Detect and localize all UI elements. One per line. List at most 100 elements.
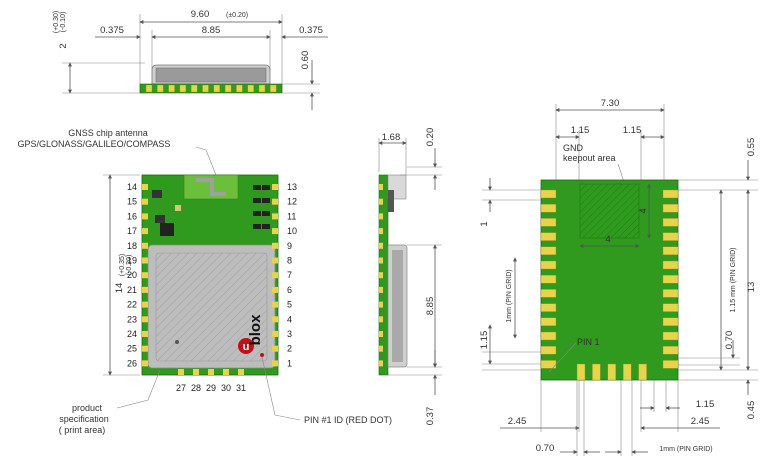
dim-fp-inner-right: 1.15 (623, 125, 642, 136)
dim-fp-bottom-pin-grid: 1mm (PIN GRID) (659, 446, 712, 453)
side-pad (213, 84, 221, 93)
top-pad-left (142, 184, 148, 190)
top-view: GNSS chip antenna GPS/GLONASS/GALILEO/CO… (18, 128, 392, 435)
footprint-pad-right (662, 260, 679, 270)
footprint-pad-right (662, 289, 679, 298)
top-pad-right (272, 345, 278, 352)
pin-label-3: 3 (287, 329, 292, 339)
pin-label-31: 31 (236, 383, 246, 393)
profile-pad (379, 345, 383, 352)
ublox-logo-text: blox (247, 314, 264, 345)
dim-fp-bottom-left: 2.45 (508, 416, 527, 427)
profile-pad (379, 198, 383, 205)
top-pad-left (142, 316, 148, 323)
pin-label-24: 24 (127, 329, 137, 339)
pin-label-25: 25 (127, 344, 137, 354)
footprint-pad-right (662, 331, 679, 341)
dim-fp-bottom-pad-w: 0.70 (536, 443, 555, 454)
side-pad (157, 84, 164, 93)
dim-fp-pin-grid-left: 1mm (PIN GRID) (506, 269, 513, 322)
profile-pad (379, 228, 383, 235)
footprint-pad-right (662, 275, 679, 284)
footprint-pad-right (662, 203, 679, 213)
dim-top-height-tol-plus: (+0.35) (119, 254, 126, 276)
dim-edge-right-label: 0.375 (299, 25, 323, 36)
fp-pin1-label: PIN 1 (577, 337, 600, 347)
side-view: 9.60 (±0.20) 8.85 0.375 0.375 2 (+0.30) … (53, 9, 328, 110)
pin-label-8: 8 (287, 256, 292, 266)
footprint-pad-left (540, 189, 557, 199)
dim-fp-left-bottom: 1.15 (479, 331, 490, 350)
side-pad (179, 84, 187, 93)
top-pad-left (142, 360, 148, 367)
pin1-id-label: PIN #1 ID (RED DOT) (304, 415, 392, 425)
dim-depth-label: 1.68 (382, 132, 401, 143)
top-pad-bottom (238, 369, 244, 375)
footprint-pad-right (662, 246, 679, 256)
profile-pad (379, 316, 383, 323)
top-pad-left (142, 331, 148, 337)
dim-height-tol-plus: (+0.30) (53, 11, 60, 33)
product-spec-label-3: ( print area) (59, 425, 106, 435)
top-pad-right (272, 286, 278, 293)
side-pad (168, 84, 175, 93)
pin-label-22: 22 (127, 300, 137, 310)
dim-fp-top-margin: 0.55 (746, 138, 757, 157)
footprint-pad-bottom (623, 363, 632, 381)
top-pad-bottom (178, 369, 184, 375)
dim-top-gap-label: 0.20 (425, 128, 436, 147)
dim-height-tol-minus: (-0.10) (60, 12, 67, 33)
product-spec-label-1: product (72, 403, 103, 413)
pin-label-17: 17 (127, 226, 137, 236)
top-pad-right (272, 184, 278, 190)
footprint-pad-left (540, 317, 557, 326)
dim-width-total-tol: (±0.20) (226, 12, 248, 19)
dim-top-height-label: 14 (114, 283, 125, 294)
dim-edge-left-label: 0.375 (100, 25, 124, 36)
pin-label-12: 12 (287, 197, 297, 207)
dim-width-inner-label: 8.85 (202, 25, 221, 36)
footprint-pad-bottom (607, 363, 616, 381)
top-pad-left (142, 213, 148, 220)
top-pad-left (142, 242, 148, 249)
top-pad-bottom (208, 369, 214, 375)
profile-view: 1.68 0.20 8.85 0.37 (378, 128, 442, 425)
pin-label-5: 5 (287, 300, 292, 310)
dim-height-label: 2 (58, 43, 69, 48)
product-spec-label-2: specification (59, 414, 109, 424)
footprint-pad-left (540, 346, 557, 355)
footprint-pad-right (662, 346, 679, 355)
dim-fp-inner-left: 1.15 (571, 125, 590, 136)
profile-pad (379, 272, 383, 279)
pin-label-19: 19 (127, 256, 137, 266)
top-pad-right (272, 213, 278, 220)
side-pad (236, 84, 243, 93)
ublox-logo (238, 338, 254, 354)
side-pad (202, 84, 209, 93)
pin-label-7: 7 (287, 270, 292, 280)
footprint-pad-left (540, 275, 557, 284)
footprint-pad-left (540, 203, 557, 213)
top-pad-right (272, 257, 278, 264)
footprint-pad-left (540, 218, 557, 227)
top-pad-left (142, 198, 148, 205)
footprint-pad-left (540, 331, 557, 341)
side-pad (145, 84, 153, 93)
pin-label-16: 16 (127, 211, 137, 221)
profile-pad (379, 360, 383, 367)
dim-fp-bottom-margin: 0.45 (746, 401, 757, 420)
profile-pad (379, 184, 383, 190)
dim-fp-height: 13 (746, 282, 757, 293)
footprint-pad-left (540, 246, 557, 256)
pin-label-9: 9 (287, 241, 292, 251)
dim-pcb-thickness-label: 0.60 (300, 51, 311, 70)
top-pad-right (272, 242, 278, 249)
pin-label-6: 6 (287, 285, 292, 295)
antenna-label-1: GNSS chip antenna (68, 128, 148, 138)
dim-keepout-h: 4 (638, 208, 649, 213)
dim-fp-pad-gap: 0.70 (724, 331, 735, 350)
dim-fp-bottom-right-pad: 1.15 (696, 399, 715, 410)
pin-label-26: 26 (127, 358, 137, 368)
pin-label-27: 27 (176, 383, 186, 393)
